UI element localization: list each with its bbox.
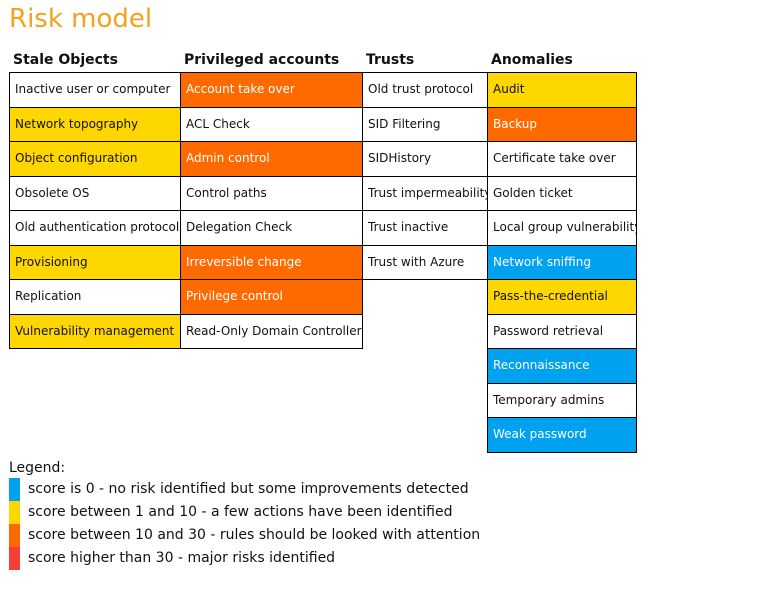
risk-rule-cell[interactable]: SIDHistory (363, 142, 487, 177)
risk-rule-cell[interactable]: Old trust protocol (363, 73, 487, 108)
risk-rule-cell[interactable]: SID Filtering (363, 107, 487, 142)
risk-rule-cell[interactable]: Backup (488, 107, 636, 142)
risk-rule-cell[interactable]: Inactive user or computer (10, 73, 180, 108)
risk-rule-cell[interactable]: Obsolete OS (10, 176, 180, 211)
risk-rule-cell[interactable]: Admin control (181, 142, 362, 177)
risk-rule-cell[interactable]: Account take over (181, 73, 362, 108)
risk-rule-cell[interactable]: Local group vulnerability (488, 211, 636, 246)
legend-swatch (9, 478, 20, 501)
column-header: Anomalies (491, 52, 573, 68)
risk-rule-cell[interactable]: Network sniffing (488, 245, 636, 280)
risk-rule-cell[interactable]: Privilege control (181, 280, 362, 315)
page-title: Risk model (9, 4, 153, 34)
legend-text: score between 1 and 10 - a few actions h… (28, 504, 453, 520)
column-header: Stale Objects (13, 52, 118, 68)
risk-rule-cell[interactable]: Read-Only Domain Controllers (181, 314, 362, 349)
column-header: Privileged accounts (184, 52, 340, 68)
risk-rule-cell[interactable]: Old authentication protocols (10, 211, 180, 246)
legend-swatch (9, 547, 20, 570)
risk-rule-cell[interactable]: Network topography (10, 107, 180, 142)
risk-rule-cell[interactable]: Certificate take over (488, 142, 636, 177)
legend-swatch (9, 524, 20, 547)
column-header: Trusts (366, 52, 415, 68)
risk-rule-cell[interactable]: Trust inactive (363, 211, 487, 246)
risk-rule-cell[interactable]: Audit (488, 73, 636, 108)
legend-title: Legend: (9, 460, 66, 476)
risk-rule-cell[interactable]: Control paths (181, 176, 362, 211)
legend-items: score is 0 - no risk identified but some… (9, 478, 480, 570)
risk-rule-cell[interactable]: Provisioning (10, 245, 180, 280)
risk-rule-cell[interactable]: Object configuration (10, 142, 180, 177)
risk-rule-cell[interactable]: Weak password (488, 418, 636, 453)
risk-rule-cell[interactable]: Replication (10, 280, 180, 315)
legend-swatch (9, 501, 20, 524)
risk-rule-cell[interactable]: Temporary admins (488, 383, 636, 418)
risk-rule-cell[interactable]: Golden ticket (488, 176, 636, 211)
risk-rule-cell[interactable]: Reconnaissance (488, 349, 636, 384)
risk-rule-cell[interactable]: Delegation Check (181, 211, 362, 246)
legend-text: score is 0 - no risk identified but some… (28, 481, 469, 497)
risk-rule-cell[interactable]: Trust impermeability (363, 176, 487, 211)
legend-text: score between 10 and 30 - rules should b… (28, 527, 481, 543)
legend-item: score higher than 30 - major risks ident… (9, 547, 480, 570)
risk-rule-cell[interactable]: ACL Check (181, 107, 362, 142)
risk-rule-cell[interactable]: Pass-the-credential (488, 280, 636, 315)
risk-rule-cell[interactable]: Trust with Azure (363, 245, 487, 280)
risk-rule-cell[interactable]: Password retrieval (488, 314, 636, 349)
legend-item: score between 10 and 30 - rules should b… (9, 524, 480, 547)
risk-rule-cell[interactable]: Vulnerability management (10, 314, 180, 349)
legend-text: score higher than 30 - major risks ident… (28, 550, 336, 566)
legend-item: score is 0 - no risk identified but some… (9, 478, 480, 501)
legend-item: score between 1 and 10 - a few actions h… (9, 501, 480, 524)
risk-rule-cell[interactable]: Irreversible change (181, 245, 362, 280)
legend: Legend: score is 0 - no risk identified … (9, 460, 480, 570)
